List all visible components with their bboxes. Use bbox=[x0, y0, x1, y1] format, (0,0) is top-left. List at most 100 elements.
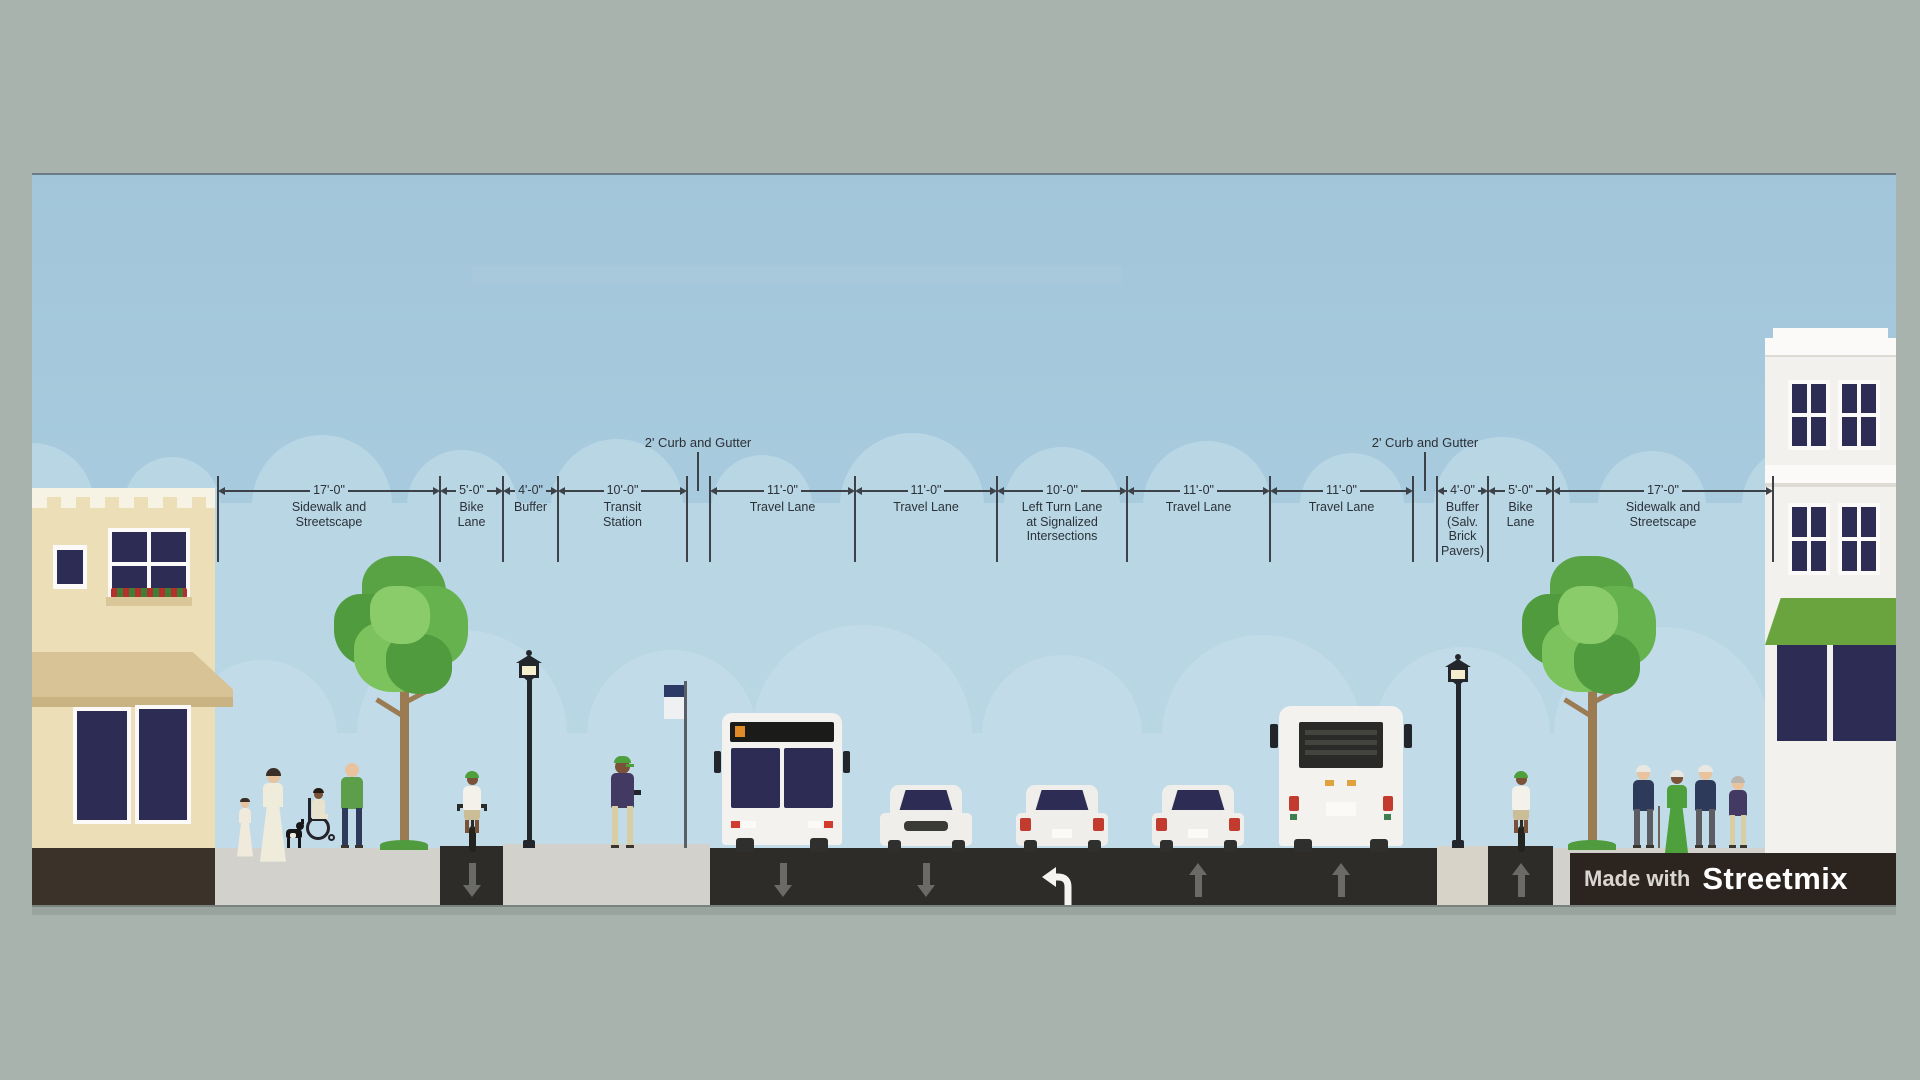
streetmix-watermark[interactable]: Made with Streetmix bbox=[1570, 853, 1896, 905]
bus-destination-sign bbox=[730, 722, 834, 742]
person-hair bbox=[265, 768, 281, 776]
person-torso bbox=[1695, 779, 1716, 812]
dimension-tick bbox=[1772, 476, 1774, 562]
segment-name-line: Travel Lane bbox=[1165, 500, 1232, 514]
segment-name-line: Bike bbox=[459, 500, 484, 514]
vehicle-wheel bbox=[1088, 840, 1101, 852]
cyclist-torso bbox=[1512, 786, 1530, 810]
segment-name-line: Lane bbox=[1506, 514, 1535, 529]
person-leg bbox=[1740, 814, 1746, 847]
person-leg bbox=[1696, 809, 1702, 847]
transit-station-flag bbox=[664, 681, 690, 848]
dim-line bbox=[347, 489, 433, 492]
segment-name-label: Travel Lane bbox=[1309, 500, 1375, 515]
person-leg bbox=[342, 807, 348, 847]
window-pane bbox=[1861, 417, 1876, 446]
dimension-line: 11'-0" bbox=[1127, 483, 1271, 498]
watermark-brand-label: Streetmix bbox=[1702, 861, 1849, 896]
building-right-window-2b bbox=[1838, 380, 1880, 450]
window-pane bbox=[1792, 541, 1807, 571]
flower-box bbox=[106, 597, 192, 606]
wheelchair-front-wheel bbox=[328, 834, 335, 841]
scene-layer bbox=[32, 173, 1896, 905]
cyclist-leg bbox=[1524, 820, 1528, 833]
dim-arrow-right-icon bbox=[1766, 486, 1773, 495]
person-shoe bbox=[1739, 845, 1747, 848]
building-right-floor-band bbox=[1765, 465, 1896, 485]
building-right-window-1a bbox=[1788, 503, 1830, 575]
window-pane bbox=[1842, 541, 1857, 571]
person-torso bbox=[341, 776, 363, 810]
grass-tuft bbox=[1568, 840, 1616, 850]
bus-vent-slat bbox=[1305, 750, 1377, 755]
segment-name-line: Travel Lane bbox=[749, 500, 816, 514]
dim-arrow-right-icon bbox=[496, 486, 504, 495]
segment-width-label: 10'-0" bbox=[606, 483, 639, 497]
transit-platform-surface bbox=[503, 844, 710, 905]
dimension-tick bbox=[217, 476, 219, 562]
person-shoe bbox=[355, 845, 363, 848]
transit-flag-stripe bbox=[664, 685, 684, 697]
person-leg bbox=[627, 805, 633, 847]
lamppost-cap bbox=[1445, 659, 1471, 667]
segment-name-line: Transit bbox=[603, 500, 642, 514]
dim-line bbox=[1277, 489, 1324, 492]
lamppost-pole bbox=[526, 678, 532, 842]
building-left bbox=[32, 488, 233, 905]
lamppost-base bbox=[523, 840, 535, 848]
tree-foliage bbox=[370, 586, 430, 644]
dim-arrow-right-icon bbox=[433, 486, 440, 495]
dimension-tick bbox=[1269, 476, 1271, 562]
window-pane bbox=[1861, 384, 1876, 413]
dimension-tick bbox=[854, 476, 856, 562]
window-pane bbox=[1842, 384, 1857, 413]
dimension-segment: 11'-0" Travel Lane bbox=[855, 483, 998, 563]
segment-name-line: Sidewalk and bbox=[291, 500, 367, 514]
car-taillight bbox=[1229, 818, 1240, 831]
dimension-line: 4'-0" bbox=[503, 483, 559, 498]
person-leg bbox=[356, 807, 362, 847]
dim-line bbox=[1216, 489, 1264, 492]
cyclist-shorts bbox=[1513, 808, 1529, 820]
segment-width-label: 11'-0" bbox=[910, 483, 942, 497]
storefront-glass-1 bbox=[77, 711, 127, 820]
segment-name-line: Travel Lane bbox=[893, 500, 959, 514]
dim-arrow-left-icon bbox=[1488, 486, 1495, 495]
window-pane bbox=[1811, 507, 1826, 537]
vehicle-wheel bbox=[810, 838, 828, 852]
travel-lane-3-arrow-up bbox=[1188, 863, 1208, 897]
arrow-shaft bbox=[779, 863, 787, 886]
cyclist-leg bbox=[1514, 820, 1518, 833]
person-shoe bbox=[1695, 845, 1703, 848]
car-license-plate bbox=[1052, 829, 1072, 838]
left-turn-arrow-icon bbox=[1042, 867, 1072, 905]
dim-arrow-left-icon bbox=[558, 486, 565, 495]
segment-width-label: 4'-0" bbox=[1450, 483, 1475, 497]
segment-name-line: Pavers) bbox=[1440, 543, 1485, 558]
lamppost-lantern-tip bbox=[1453, 682, 1463, 686]
dim-line bbox=[1134, 489, 1181, 492]
lamppost-left bbox=[515, 650, 543, 848]
segment-name-line: Intersections bbox=[1026, 529, 1098, 543]
segment-width-label: 17'-0" bbox=[313, 483, 345, 497]
person-torso bbox=[263, 783, 283, 808]
bus-mirror-right bbox=[843, 751, 850, 773]
cyclist-right-bike-lane bbox=[1501, 768, 1541, 852]
dog-leg bbox=[298, 838, 301, 848]
building-left-crenellation bbox=[32, 497, 215, 508]
lamppost-lantern bbox=[1448, 667, 1468, 682]
window-pane bbox=[1792, 417, 1807, 446]
dim-arrow-left-icon bbox=[1270, 486, 1277, 495]
storefront-mullion bbox=[1827, 645, 1833, 741]
person-torso bbox=[239, 807, 251, 823]
dimension-tick bbox=[709, 476, 711, 562]
grass-tuft bbox=[380, 840, 428, 850]
transit-flag-pole bbox=[684, 681, 687, 848]
person-hair bbox=[1730, 776, 1745, 783]
